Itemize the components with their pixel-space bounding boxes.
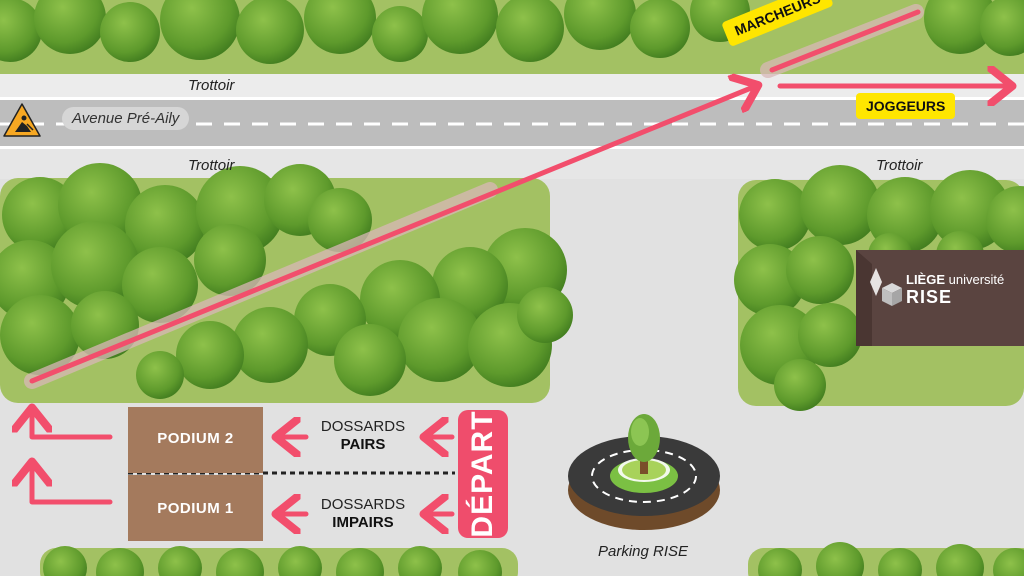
- route-marcheurs: [769, 9, 921, 73]
- sidewalk-bottom: [0, 149, 1024, 179]
- sidewalk-right-label: Trottoir: [876, 157, 923, 174]
- podium-1-label: PODIUM 1: [157, 500, 234, 517]
- podium-1: [128, 475, 263, 541]
- bottom-bushes-left: [43, 546, 502, 576]
- tree-icon: [628, 414, 660, 474]
- building-line1-rest: université: [948, 272, 1005, 287]
- street-name-label: Avenue Pré-Aily: [62, 107, 190, 130]
- top-bushes: [0, 0, 1024, 64]
- sidewalk-left-label: Trottoir: [188, 157, 235, 174]
- dossards-impairs-label: DOSSARDS IMPAIRS: [310, 496, 416, 532]
- podium-2: [128, 407, 263, 473]
- left-bushes: [0, 163, 573, 399]
- route-main-diagonal: [29, 86, 756, 384]
- dossards-pairs-label: DOSSARDS PAIRS: [310, 418, 416, 454]
- sidewalk-top-label: Trottoir: [188, 77, 235, 94]
- joggeurs-tag: JOGGEURS: [856, 93, 956, 119]
- route-podium2-exit: [32, 410, 113, 440]
- podium-2-label: PODIUM 2: [157, 430, 234, 447]
- building-line2: RISE: [906, 287, 953, 307]
- dossards-impairs-line2: IMPAIRS: [332, 514, 394, 531]
- dossards-pairs-line2: PAIRS: [340, 436, 386, 453]
- roadwork-sign-icon: [3, 103, 41, 137]
- parking-label: Parking RISE: [598, 543, 689, 560]
- building-line1-bold: LIÈGE: [906, 272, 946, 287]
- dossards-impairs-line1: DOSSARDS: [320, 496, 406, 513]
- race-routes: [29, 9, 1010, 514]
- right-bushes: [734, 165, 1024, 411]
- roundabout: [568, 436, 720, 530]
- depart-label: DÉPART: [466, 410, 499, 538]
- uliege-logo-icon: [882, 283, 902, 306]
- bottom-bushes-right: [758, 542, 1024, 576]
- route-podium1-exit: [32, 464, 113, 505]
- depart-banner: DÉPART: [458, 410, 508, 538]
- dossards-pairs-line1: DOSSARDS: [320, 418, 406, 435]
- rise-sign: LIÈGE université RISE: [870, 272, 1004, 308]
